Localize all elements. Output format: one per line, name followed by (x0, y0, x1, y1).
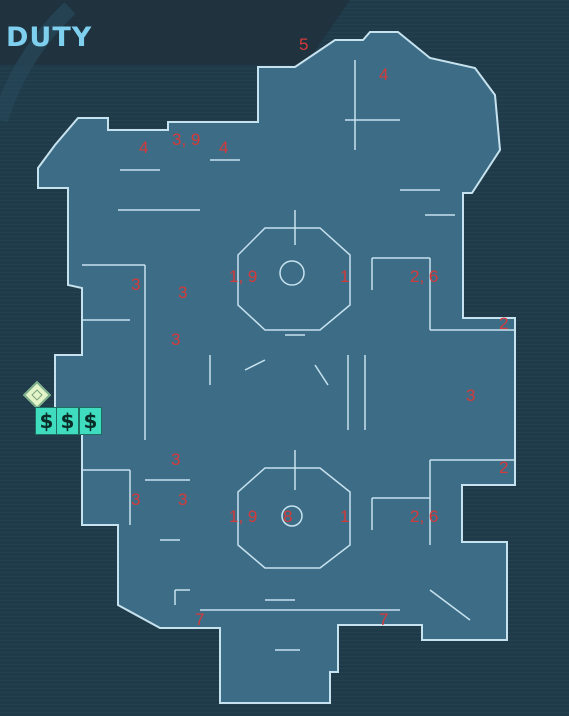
cash-icon-3[interactable]: $ (79, 407, 102, 435)
marker-4-left: 4 (139, 138, 149, 157)
marker-3-f: 3 (178, 490, 188, 509)
lower-center-ring (281, 505, 303, 527)
marker-1-9-bottom: 1, 9 (229, 507, 258, 526)
marker-2-6-top: 2, 6 (410, 267, 439, 286)
marker-2-right-top: 2 (499, 314, 509, 333)
marker-3-c: 3 (171, 330, 181, 349)
marker-3-a: 3 (131, 275, 141, 294)
marker-4-top: 4 (379, 65, 389, 84)
map-title: DUTY (6, 22, 93, 53)
marker-1-9-top: 1, 9 (229, 267, 258, 286)
map-floor (37, 31, 516, 704)
compass-ring (0, 2, 76, 123)
title-banner (0, 0, 350, 65)
marker-1-bottom: 1 (340, 507, 350, 526)
marker-2-6-bottom: 2, 6 (410, 507, 439, 526)
marker-3-b: 3 (178, 283, 188, 302)
marker-3-e: 3 (131, 490, 141, 509)
marker-3-d: 3 (171, 450, 181, 469)
marker-8: 8 (283, 507, 293, 526)
marker-4-mid: 4 (219, 138, 229, 157)
marker-1-top: 1 (340, 267, 350, 286)
marker-3-right: 3 (466, 386, 476, 405)
marker-5: 5 (299, 35, 309, 54)
marker-7-left: 7 (195, 610, 205, 629)
upper-center-ring (279, 260, 305, 286)
interior-walls (82, 60, 515, 651)
lower-octagon (237, 467, 351, 569)
marker-2-right-bottom: 2 (499, 458, 509, 477)
cash-icon-1[interactable]: $ (35, 407, 58, 435)
marker-7-right: 7 (379, 610, 389, 629)
marker-3-9-top: 3, 9 (172, 130, 201, 149)
upper-octagon (237, 227, 351, 331)
cash-icon-2[interactable]: $ (56, 407, 79, 435)
